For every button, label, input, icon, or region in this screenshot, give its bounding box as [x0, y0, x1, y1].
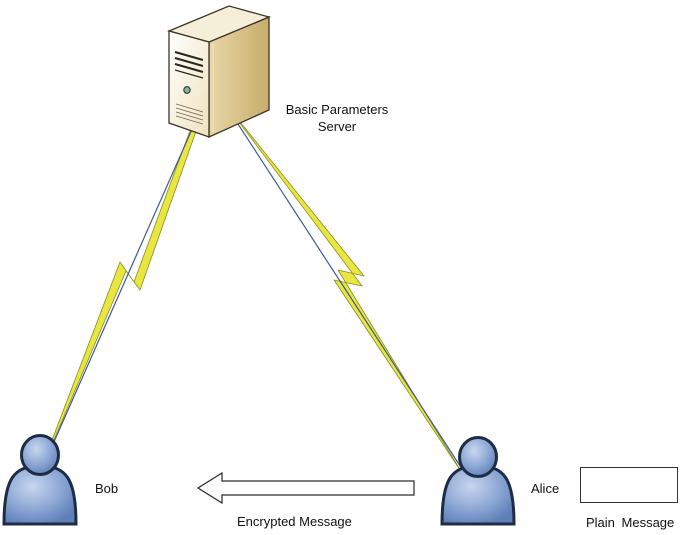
plain-message-box: [580, 467, 678, 503]
server-label-line2: Server: [317, 119, 357, 134]
server-label-line1: Basic Parameters: [285, 102, 389, 117]
bob-label: Bob: [95, 481, 119, 496]
bob-person-icon: [2, 434, 78, 526]
alice-person-icon: [440, 436, 516, 526]
encrypted-message-arrow: [196, 471, 415, 505]
server-icon: [167, 5, 271, 139]
server-label: Basic Parameters Server: [279, 101, 395, 135]
lightning-link-alice: [207, 81, 465, 477]
plain-message-label: Plain Message: [586, 515, 675, 530]
alice-label: Alice: [531, 481, 560, 496]
encrypted-message-label: Encrypted Message: [237, 514, 352, 529]
lightning-link-bob: [35, 81, 213, 483]
